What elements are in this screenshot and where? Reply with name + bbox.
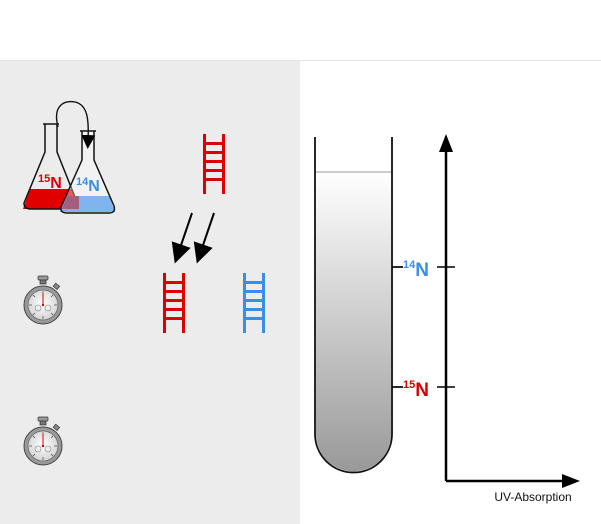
x-axis-arrowhead (562, 474, 580, 488)
x-axis-label: UV-Absorption (494, 490, 571, 504)
split-arrow-right (193, 212, 215, 264)
flask-right-outline (60, 131, 116, 214)
flask-left-label: 15N (38, 173, 62, 192)
band-label-15n: 15N (403, 379, 429, 401)
flask-overlap (62, 196, 79, 209)
band-label-14n: 14N (403, 259, 429, 281)
tube-gradient-fill (316, 172, 392, 472)
flask-right-label: 14N (76, 176, 100, 195)
transfer-arrow (55, 100, 96, 149)
split-arrow-left (171, 212, 193, 264)
dna-red-strand-ladder (163, 273, 185, 333)
stopwatch-icon (23, 275, 63, 325)
centrifuge-tube (314, 137, 393, 474)
stopwatch-icon (23, 416, 63, 466)
dna-blue-strand-ladder (243, 273, 265, 333)
y-axis-arrowhead (439, 134, 453, 152)
dna-parent-ladder (203, 134, 225, 194)
